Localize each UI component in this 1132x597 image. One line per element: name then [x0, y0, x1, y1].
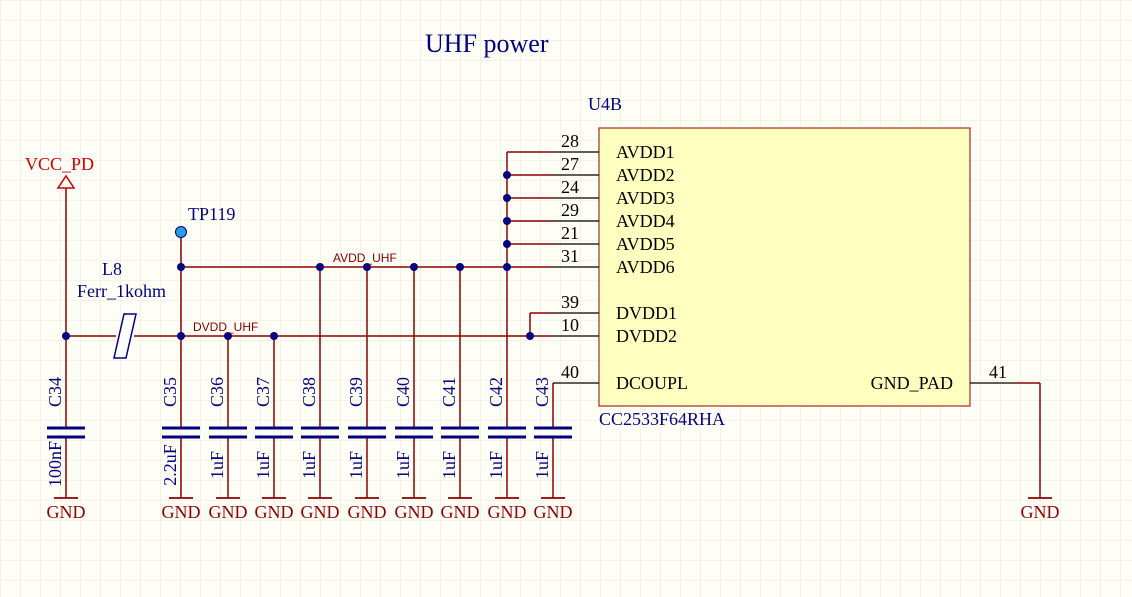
- ground-label: GND: [441, 502, 480, 522]
- junction-dot: [503, 194, 511, 202]
- pin-number: 24: [561, 177, 579, 197]
- capacitor-value: 100nF: [45, 441, 65, 487]
- capacitor-value: 1uF: [439, 451, 459, 479]
- junction-dot: [316, 263, 324, 271]
- inductor-ref: L8: [102, 259, 122, 279]
- capacitor-ref: C34: [45, 377, 65, 407]
- pin-name: DVDD2: [616, 326, 677, 346]
- junction-dot: [503, 171, 511, 179]
- junction-dot: [410, 263, 418, 271]
- ground-label: GND: [1021, 502, 1060, 522]
- net-label-dvdd: DVDD_UHF: [193, 320, 258, 334]
- pin-name: AVDD4: [616, 211, 675, 231]
- capacitor-value: 2.2uF: [160, 444, 180, 486]
- ground-label: GND: [534, 502, 573, 522]
- pin-number: 40: [561, 362, 579, 382]
- capacitor-ref: C39: [346, 377, 366, 407]
- capacitor-ref: C43: [532, 377, 552, 407]
- junction-dot: [270, 332, 278, 340]
- pin-number: 28: [561, 131, 579, 151]
- pin-name: DVDD1: [616, 303, 677, 323]
- ground-label: GND: [301, 502, 340, 522]
- capacitor-ref: C37: [253, 377, 273, 407]
- testpoint-icon: [175, 226, 187, 238]
- pin-number: 27: [561, 154, 579, 174]
- junction-dot: [363, 263, 371, 271]
- capacitor-ref: C35: [160, 377, 180, 407]
- pin-name: AVDD3: [616, 188, 675, 208]
- ground-label: GND: [47, 502, 86, 522]
- inductor-value: Ferr_1kohm: [77, 281, 166, 301]
- capacitors: C34 100nF C35 2.2uF C36 1uF C37 1uF C38 1uF C39 1uF…: [45, 377, 572, 487]
- junction-dot: [224, 332, 232, 340]
- ground-label: GND: [488, 502, 527, 522]
- pin-number: 41: [989, 362, 1007, 382]
- chip-designator: U4B: [588, 94, 622, 114]
- junction-dot: [177, 332, 185, 340]
- testpoint-tp119: TP119: [175, 204, 235, 238]
- vcc-power-port: VCC_PD: [25, 154, 94, 189]
- capacitor-value: 1uF: [393, 451, 413, 479]
- pin-number: 29: [561, 200, 579, 220]
- pin-name: GND_PAD: [871, 373, 953, 393]
- power-port-label: VCC_PD: [25, 154, 94, 174]
- net-label-avdd: AVDD_UHF: [333, 251, 397, 265]
- pin-name: AVDD6: [616, 257, 675, 277]
- pin-name: AVDD1: [616, 142, 675, 162]
- capacitor-value: 1uF: [299, 451, 319, 479]
- pin-name: AVDD5: [616, 234, 675, 254]
- ground-label: GND: [395, 502, 434, 522]
- pin-number: 39: [561, 292, 579, 312]
- capacitor-ref: C41: [439, 377, 459, 407]
- ground-label: GND: [255, 502, 294, 522]
- capacitor-value: 1uF: [346, 451, 366, 479]
- power-arrow-icon: [56, 174, 76, 189]
- pin-number: 10: [561, 315, 579, 335]
- capacitor-ref: C36: [207, 377, 227, 407]
- pin-name: DCOUPL: [616, 373, 688, 393]
- capacitor-value: 1uF: [207, 451, 227, 479]
- inductor-l8: L8 Ferr_1kohm: [77, 259, 166, 359]
- capacitor-ref: C38: [299, 377, 319, 407]
- junction-dot: [503, 217, 511, 225]
- junction-dot: [456, 263, 464, 271]
- junction-dot: [62, 332, 70, 340]
- sheet-title: UHF power: [425, 29, 549, 58]
- junction-dot: [526, 332, 534, 340]
- capacitor-value: 1uF: [253, 451, 273, 479]
- capacitor-ref: C42: [486, 377, 506, 407]
- ground-label: GND: [162, 502, 201, 522]
- capacitor-ref: C40: [393, 377, 413, 407]
- junction-dot: [503, 240, 511, 248]
- ground-label: GND: [348, 502, 387, 522]
- pin-number: 21: [561, 223, 579, 243]
- junction-dot: [503, 263, 511, 271]
- capacitor-value: 1uF: [486, 451, 506, 479]
- pin-number: 31: [561, 246, 579, 266]
- ferrite-bead-icon: [113, 313, 137, 359]
- junction-dot: [177, 263, 185, 271]
- ground-symbols: GND GND GND GND GND GND GND GND GND GND GND: [47, 497, 1060, 522]
- chip-body: [598, 127, 971, 407]
- capacitor-value: 1uF: [532, 451, 552, 479]
- testpoint-label: TP119: [188, 204, 235, 224]
- chip-part-number: CC2533F64RHA: [599, 409, 725, 429]
- ground-label: GND: [209, 502, 248, 522]
- pin-name: AVDD2: [616, 165, 675, 185]
- junction-dots: [62, 171, 534, 340]
